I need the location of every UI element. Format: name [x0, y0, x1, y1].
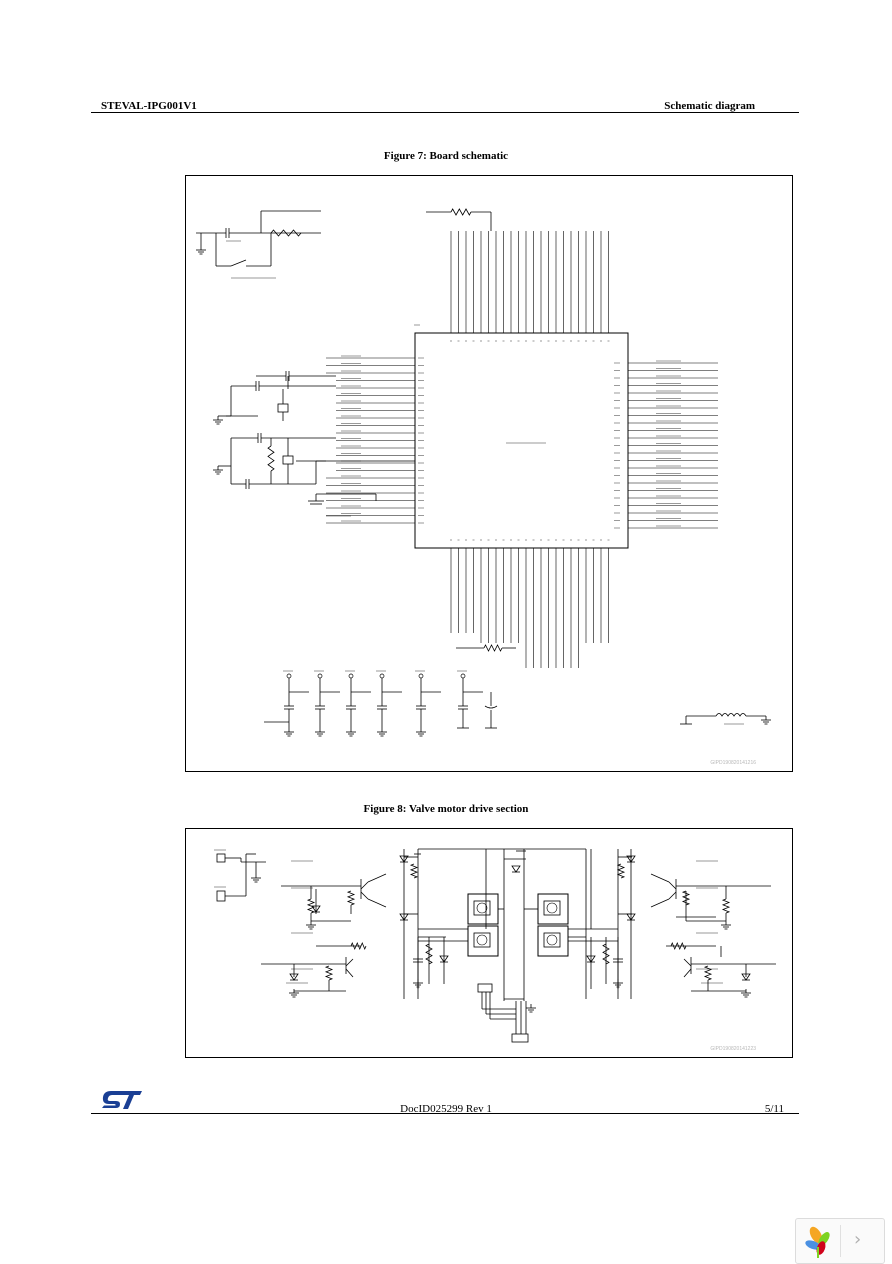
viewer-navigation: › [795, 1218, 885, 1264]
header-doc-title: STEVAL-IPG001V1 [101, 100, 197, 112]
figure8-caption: Figure 8: Valve motor drive section [363, 803, 529, 815]
figure7-board-schematic: GIPD190820141216 [185, 175, 793, 772]
figure7-caption: Figure 7: Board schematic [383, 150, 509, 162]
footer-rule [91, 1113, 799, 1114]
figure8-watermark: GIPD190820141223 [710, 1046, 756, 1052]
header-section-title: Schematic diagram [664, 100, 755, 112]
header-rule [91, 112, 799, 113]
viewer-divider [840, 1225, 841, 1257]
footer-doc-id: DocID025299 Rev 1 [400, 1103, 492, 1115]
figure8-valve-motor-drive: GIPD190820141223 [185, 828, 793, 1058]
board-schematic-drawing [196, 208, 771, 737]
valve-motor-drive-drawing [214, 848, 776, 1043]
footer-page-number: 5/11 [764, 1103, 784, 1115]
st-logo-icon [102, 1091, 142, 1109]
figure7-watermark: GIPD190820141216 [710, 760, 756, 766]
chevron-right-icon[interactable]: › [854, 1229, 862, 1250]
flower-icon [805, 1226, 830, 1258]
